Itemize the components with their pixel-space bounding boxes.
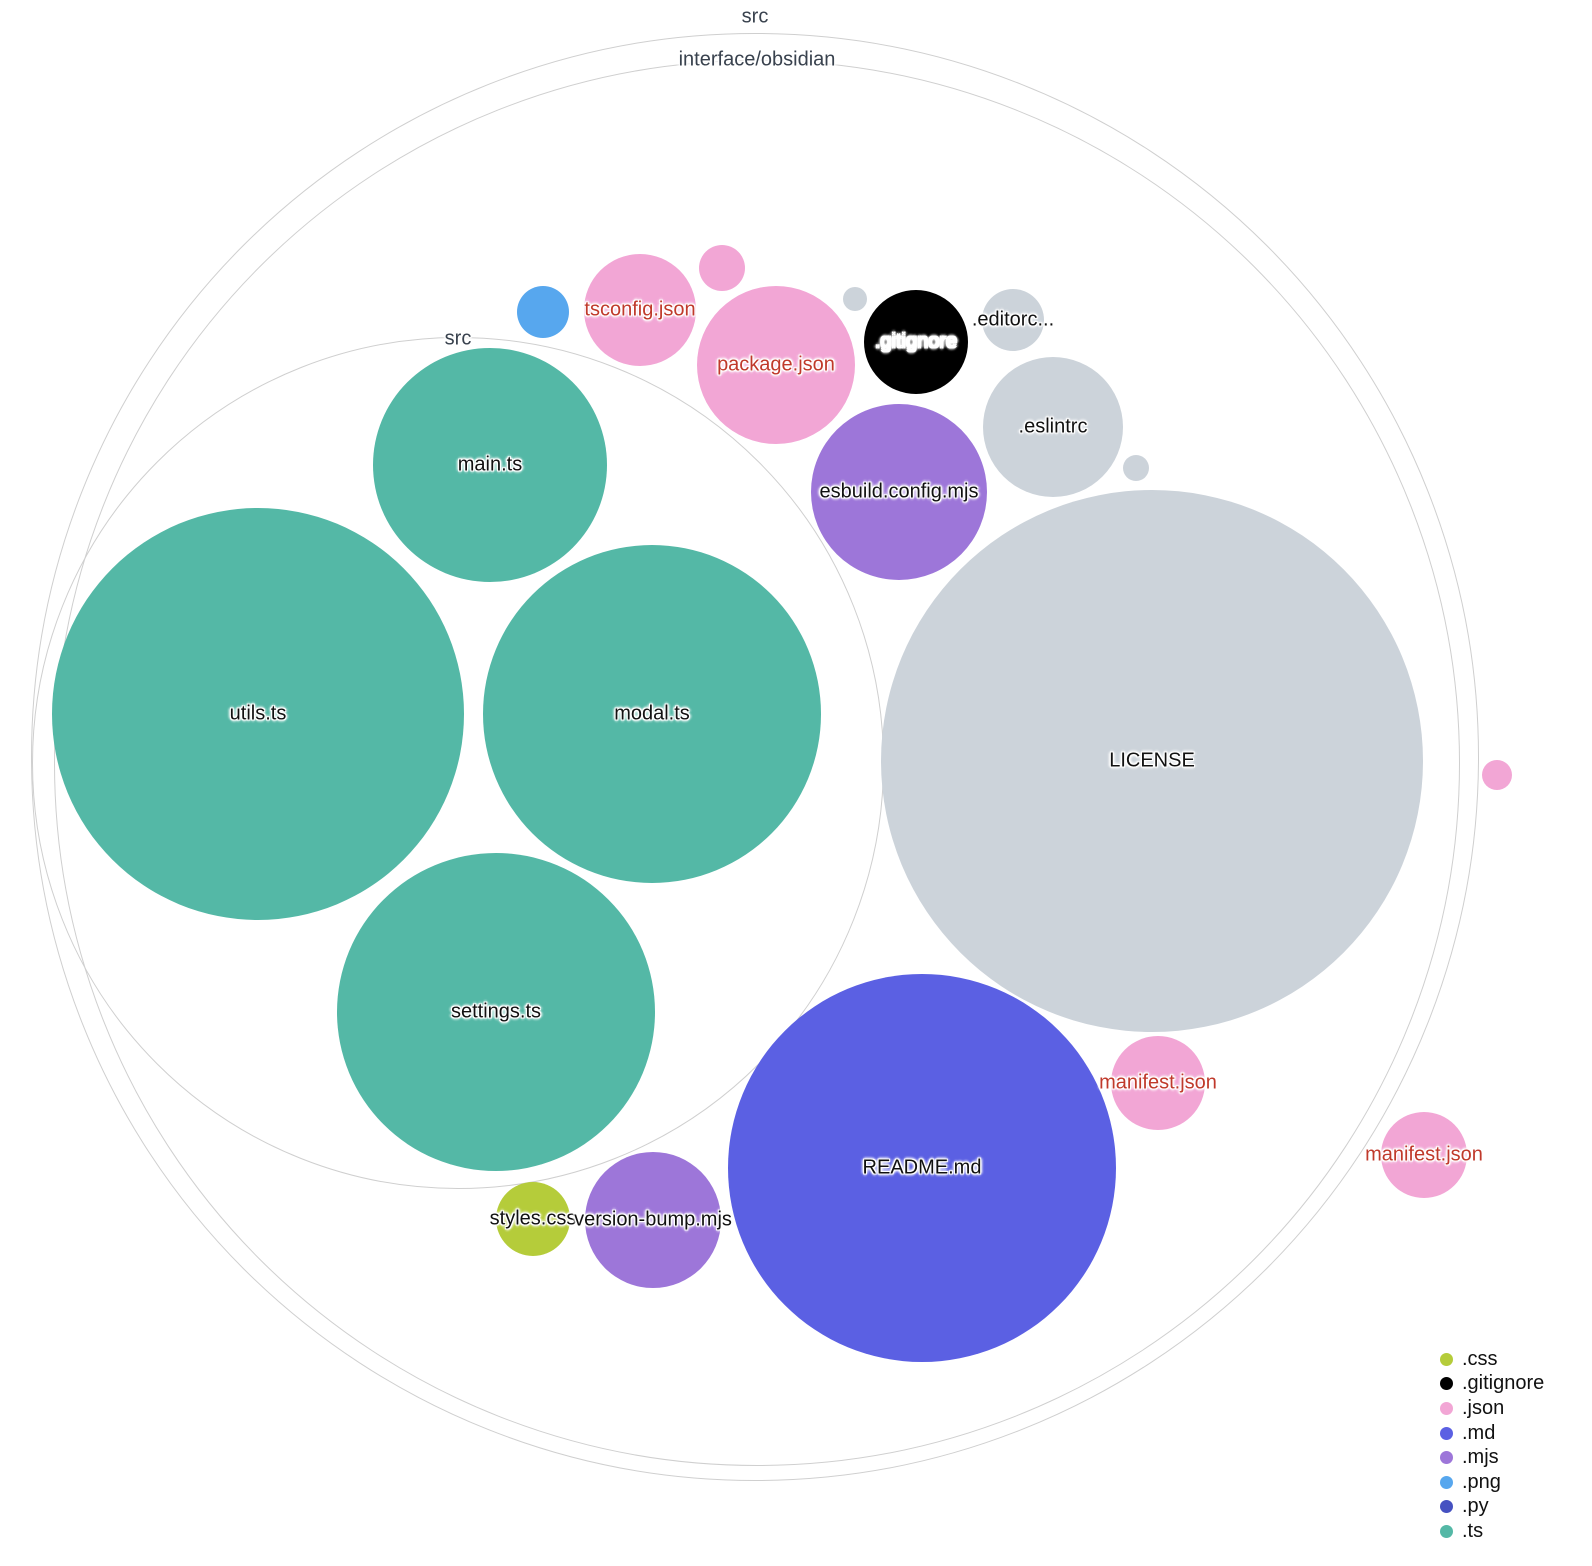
bubble-editorconfig[interactable] <box>982 289 1044 351</box>
legend-color-dot <box>1440 1475 1453 1489</box>
legend-label: .json <box>1462 1396 1505 1419</box>
legend-item-png: .png <box>1440 1470 1544 1495</box>
bubble-json-small-1[interactable] <box>699 245 745 291</box>
bubble-eslintrc[interactable] <box>983 357 1123 497</box>
legend-label: .css <box>1462 1347 1498 1370</box>
legend-color-dot <box>1440 1524 1453 1538</box>
bubble-readme-md[interactable] <box>728 974 1116 1362</box>
bubble-version-bump-mjs[interactable] <box>585 1152 721 1288</box>
bubble-label-src-root: src <box>741 5 769 28</box>
legend-color-dot <box>1440 1401 1453 1415</box>
legend-item-json: .json <box>1440 1396 1544 1421</box>
bubble-gitignore[interactable] <box>864 290 968 394</box>
legend-color-dot <box>1440 1426 1453 1440</box>
legend-item-md: .md <box>1440 1421 1544 1446</box>
bubble-utils-ts[interactable] <box>52 508 464 920</box>
legend-item-mjs: .mjs <box>1440 1445 1544 1470</box>
bubble-manifest-json[interactable] <box>1111 1036 1205 1130</box>
legend-label: .ts <box>1462 1519 1484 1542</box>
bubble-license[interactable] <box>881 490 1423 1032</box>
legend-color-dot <box>1440 1451 1453 1465</box>
legend-item-py: .py <box>1440 1495 1544 1520</box>
bubble-tsconfig-json[interactable] <box>584 254 696 366</box>
bubble-main-ts[interactable] <box>373 348 607 582</box>
legend-color-dot <box>1440 1500 1453 1514</box>
bubble-settings-ts[interactable] <box>337 853 655 1171</box>
bubble-src-root <box>31 33 1479 1481</box>
bubble-styles-css[interactable] <box>496 1182 570 1256</box>
legend-label: .png <box>1462 1470 1501 1493</box>
legend-label: .gitignore <box>1462 1372 1545 1395</box>
legend-item-ts: .ts <box>1440 1519 1544 1544</box>
bubble-esbuild-config-mjs[interactable] <box>811 404 987 580</box>
bubble-png-file[interactable] <box>517 286 569 338</box>
legend-label: .md <box>1462 1421 1496 1444</box>
bubble-manifest-json-outer[interactable] <box>1381 1112 1467 1198</box>
legend-color-dot <box>1440 1352 1453 1366</box>
legend: .css.gitignore.json.md.mjs.png.py.ts <box>1440 1347 1544 1544</box>
bubble-modal-ts[interactable] <box>483 545 821 883</box>
bubble-gray-small-1[interactable] <box>843 287 867 311</box>
bubble-gray-small-2[interactable] <box>1123 455 1149 481</box>
legend-item-gitignore: .gitignore <box>1440 1372 1544 1397</box>
legend-color-dot <box>1440 1377 1453 1391</box>
bubble-json-small-2[interactable] <box>1482 760 1512 790</box>
legend-label: .mjs <box>1462 1446 1499 1469</box>
legend-label: .py <box>1462 1495 1489 1518</box>
bubble-package-json[interactable] <box>697 286 855 444</box>
legend-item-css: .css <box>1440 1347 1544 1372</box>
